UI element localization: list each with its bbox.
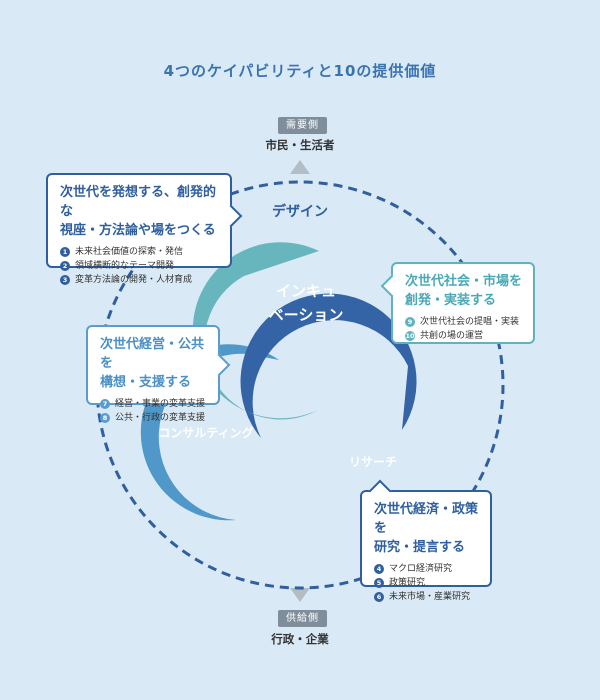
card-incubation: 次世代社会・市場を 創発・実装する 9 次世代社会の提唱・実装 10 共創の場の運営 — [380, 262, 535, 344]
list-item: 5 政策研究 — [374, 576, 480, 590]
list-item: 2 領域横断的なテーマ開発 — [60, 259, 220, 273]
number-badge: 9 — [405, 317, 415, 327]
list-item: 1 未来社会価値の探索・発信 — [60, 245, 220, 259]
list-item: 8 公共・行政の変革支援 — [100, 411, 208, 425]
number-badge: 10 — [405, 331, 415, 341]
item-text: 領域横断的なテーマ開発 — [75, 261, 175, 271]
number-badge: 6 — [374, 592, 384, 602]
item-text: 公共・行政の変革支援 — [115, 413, 206, 423]
arrow-down-icon — [290, 588, 310, 602]
number-badge: 1 — [60, 247, 70, 257]
diagram-title: 4つのケイパビリティと10の提供価値 — [163, 62, 437, 80]
petal-research — [240, 293, 417, 438]
card-consulting-title: 次世代経営・公共を 構想・支援する — [100, 335, 208, 392]
list-item: 9 次世代社会の提唱・実装 — [405, 315, 523, 329]
number-badge: 8 — [100, 413, 110, 423]
card-design: 次世代を発想する、創発的な 視座・方法論や場をつくる 1 未来社会価値の探索・発信… — [46, 173, 243, 285]
card-incubation-title-line1: 次世代社会・市場を — [405, 274, 523, 289]
demand-side-tag: 需要側 — [278, 117, 327, 134]
card-research-title: 次世代経済・政策を 研究・提言する — [374, 500, 480, 557]
list-item: 10 共創の場の運営 — [405, 329, 523, 343]
item-text: マクロ経済研究 — [389, 564, 453, 574]
card-research-title-line1: 次世代経済・政策を — [374, 502, 479, 536]
list-item: 6 未来市場・産業研究 — [374, 590, 480, 604]
number-badge: 5 — [374, 578, 384, 588]
ring-label: デザイン — [272, 203, 328, 220]
item-text: 次世代社会の提唱・実装 — [420, 317, 520, 327]
research-label: リサーチ — [349, 455, 397, 469]
consulting-label: コンサルティング — [158, 425, 253, 440]
list-item: 7 経営・事業の変革支援 — [100, 397, 208, 411]
number-badge: 4 — [374, 564, 384, 574]
incubation-label-2: ベーション — [269, 306, 344, 324]
arrow-up-icon — [290, 160, 310, 174]
card-consulting-title-line2: 構想・支援する — [100, 375, 192, 390]
card-consulting: 次世代経営・公共を 構想・支援する 7 経営・事業の変革支援 8 公共・行政の変革支… — [86, 325, 231, 423]
item-text: 変革方法論の開発・人材育成 — [75, 275, 193, 285]
item-text: 未来市場・産業研究 — [389, 592, 471, 602]
item-text: 政策研究 — [389, 578, 426, 588]
number-badge: 2 — [60, 261, 70, 271]
card-consulting-title-line1: 次世代経営・公共を — [100, 337, 205, 371]
number-badge: 3 — [60, 275, 70, 285]
supply-side-tag: 供給側 — [278, 610, 327, 627]
item-text: 共創の場の運営 — [420, 331, 484, 341]
card-incubation-title: 次世代社会・市場を 創発・実装する — [405, 272, 523, 310]
list-item: 4 マクロ経済研究 — [374, 562, 480, 576]
petal-incubation — [192, 242, 319, 420]
card-research: 次世代経済・政策を 研究・提言する 4 マクロ経済研究 5 政策研究 6 未来市場・産… — [360, 479, 492, 602]
card-incubation-title-line2: 創発・実装する — [405, 293, 497, 308]
demand-side-label: 市民・生活者 — [265, 138, 335, 152]
item-text: 経営・事業の変革支援 — [115, 399, 206, 409]
supply-side-label: 行政・企業 — [271, 632, 329, 646]
card-design-title-line1: 次世代を発想する、創発的な — [60, 185, 217, 219]
item-text: 未来社会価値の探索・発信 — [75, 247, 184, 257]
card-design-title-line2: 視座・方法論や場をつくる — [60, 223, 216, 238]
card-design-title: 次世代を発想する、創発的な 視座・方法論や場をつくる — [60, 183, 220, 240]
number-badge: 7 — [100, 399, 110, 409]
list-item: 3 変革方法論の開発・人材育成 — [60, 273, 220, 287]
card-research-title-line2: 研究・提言する — [374, 540, 466, 555]
incubation-label-1: インキュ — [276, 282, 336, 300]
